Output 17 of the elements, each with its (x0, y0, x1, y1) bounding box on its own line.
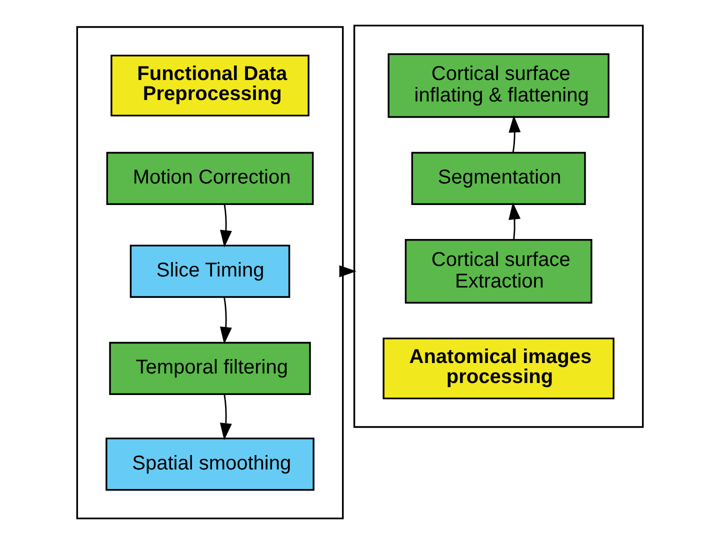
node-box: Slice Timing (129, 244, 290, 298)
arrow (219, 394, 232, 440)
node-box: Segmentation (410, 152, 586, 205)
node-box: Cortical surface inflating & flattening (387, 53, 609, 118)
arrow (219, 297, 232, 344)
arrow (338, 265, 356, 278)
node-box: Cortical surface Extraction (404, 239, 592, 304)
node-box: Temporal filtering (108, 342, 310, 395)
arrow (508, 202, 520, 240)
node-box: Spatial smoothing (105, 438, 314, 491)
cluster (352, 24, 644, 428)
cluster (76, 26, 344, 520)
node-box: Functional Data Preprocessing (110, 54, 309, 116)
node-box: Motion Correction (106, 152, 314, 205)
arrow (508, 115, 520, 153)
arrow (220, 204, 232, 248)
node-box: Anatomical images processing (382, 338, 614, 400)
